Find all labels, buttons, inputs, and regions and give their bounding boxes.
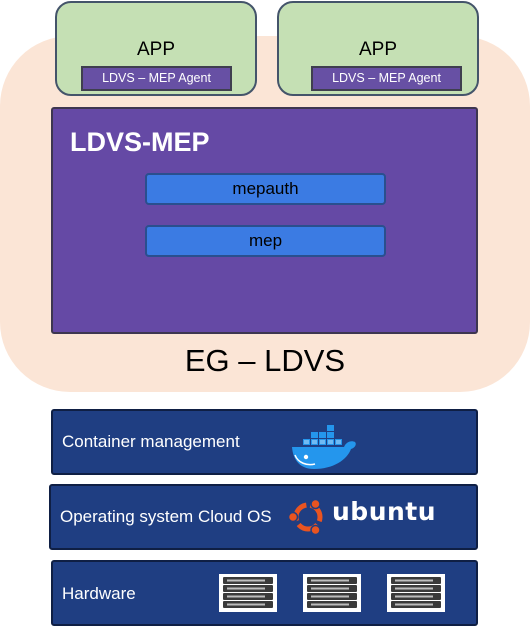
docker-whale-icon	[292, 425, 356, 469]
app-box-1: APP LDVS – MEP Agent	[55, 1, 257, 96]
platform-label: EG – LDVS	[184, 343, 346, 378]
ldvs-mep-box: LDVS-MEP mepauth mep	[51, 107, 478, 334]
ubuntu-wordmark: ubuntu	[332, 497, 437, 526]
app-box-2: APP LDVS – MEP Agent	[277, 1, 479, 96]
service-mepauth: mepauth	[145, 173, 386, 205]
layer-label: Operating system Cloud OS	[60, 507, 272, 526]
layer-label: Hardware	[62, 584, 136, 603]
app-title: APP	[358, 39, 398, 60]
hardware-layer: Hardware	[51, 560, 478, 626]
ubuntu-logo-icon	[288, 498, 323, 536]
app-title: APP	[136, 39, 176, 60]
container-management-layer: Container management	[51, 409, 478, 475]
server-rack-icon	[303, 574, 361, 612]
server-rack-icon	[387, 574, 445, 612]
layer-label: Container management	[62, 432, 240, 451]
server-rack-icon	[219, 574, 277, 612]
operating-system-layer: Operating system Cloud OS ubuntu	[49, 484, 478, 550]
mep-agent-label: LDVS – MEP Agent	[81, 66, 232, 91]
service-mep: mep	[145, 225, 386, 257]
mep-title: LDVS-MEP	[70, 127, 210, 157]
mep-agent-label: LDVS – MEP Agent	[311, 66, 462, 91]
